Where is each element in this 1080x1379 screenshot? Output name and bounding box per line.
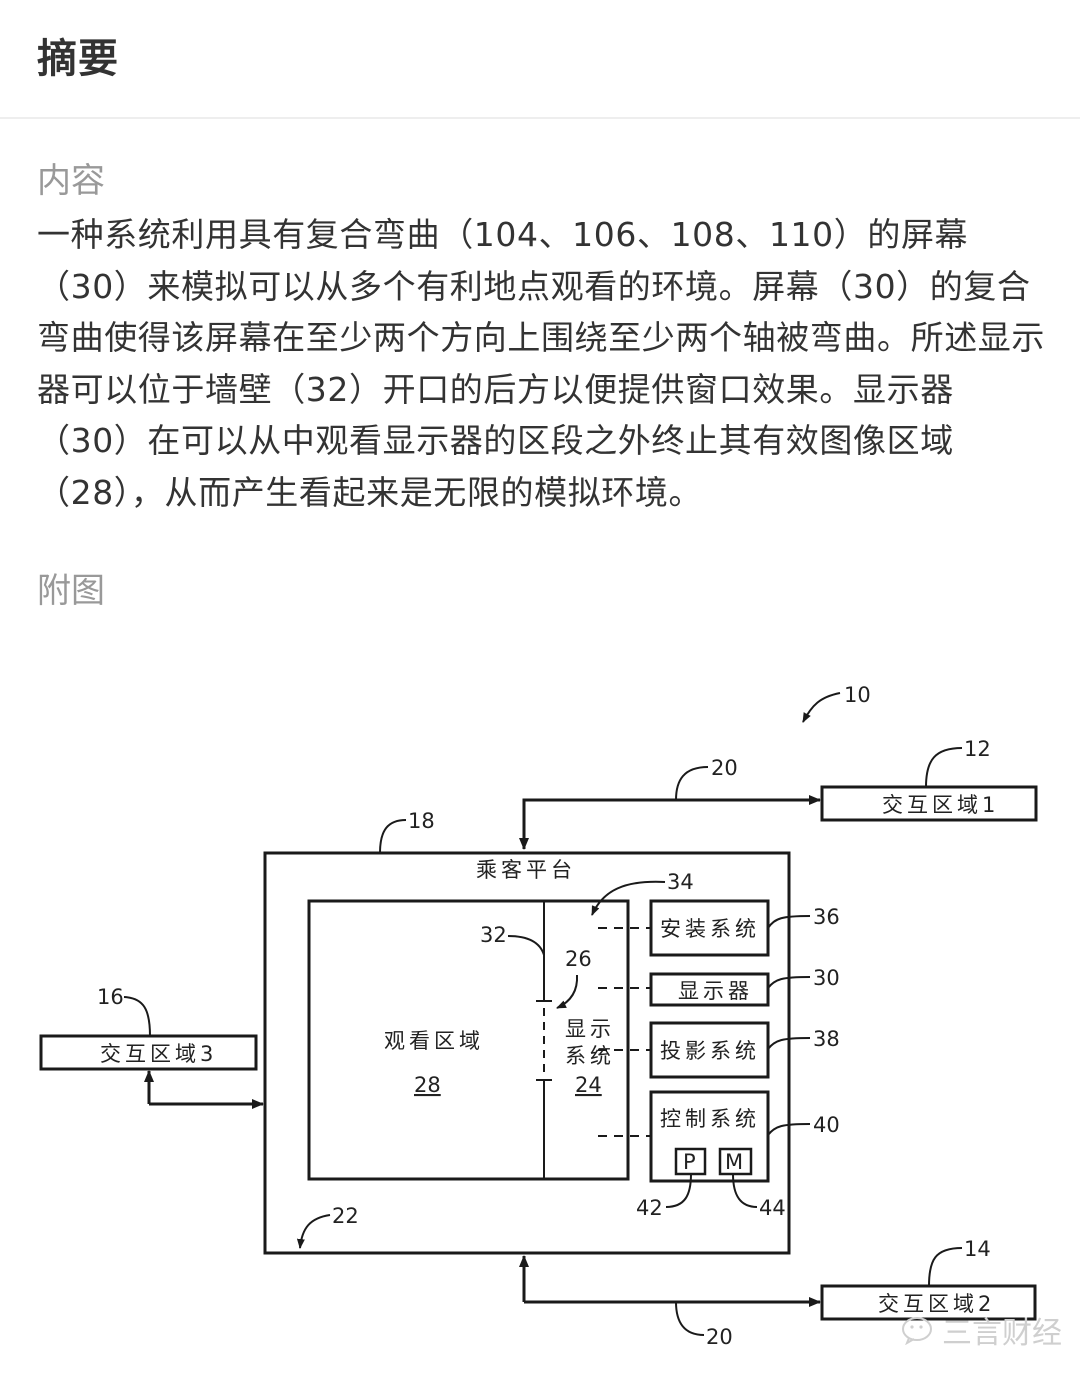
ref-34: 34 [591, 870, 694, 916]
interaction-zone-1: 交互区域1 12 [820, 737, 1038, 822]
svg-text:26: 26 [565, 947, 592, 971]
wall-32: 32 26 [480, 901, 592, 1179]
svg-text:20: 20 [711, 756, 738, 780]
header: 摘要 [0, 0, 1080, 119]
svg-text:乘客平台: 乘客平台 [476, 858, 576, 882]
svg-text:28: 28 [414, 1073, 441, 1097]
svg-text:44: 44 [759, 1196, 786, 1220]
svg-text:40: 40 [813, 1113, 840, 1137]
component-mounting-system: 安装系统 36 [649, 899, 840, 957]
interaction-zone-3: 交互区域3 16 [39, 985, 264, 1109]
svg-text:观看区域: 观看区域 [384, 1029, 484, 1053]
svg-text:20: 20 [706, 1325, 733, 1349]
abstract-text: 一种系统利用具有复合弯曲（104、106、108、110）的屏幕（30）来模拟可… [37, 215, 1045, 512]
svg-text:系统: 系统 [565, 1044, 615, 1068]
svg-text:交互区域1: 交互区域1 [882, 793, 999, 817]
svg-text:投影系统: 投影系统 [660, 1039, 760, 1063]
interaction-zone-2: 交互区域2 14 [820, 1237, 1037, 1321]
path-20-bottom: 20 [519, 1255, 821, 1349]
svg-text:交互区域2: 交互区域2 [878, 1292, 995, 1316]
svg-text:38: 38 [813, 1027, 840, 1051]
viewing-area: 观看区域 28 [307, 899, 630, 1181]
svg-text:34: 34 [667, 870, 694, 894]
ref-10: 10 [802, 683, 871, 723]
content-section-label: 内容 [37, 161, 105, 201]
page-title: 摘要 [37, 36, 119, 82]
figure-section-label: 附图 [37, 571, 105, 611]
svg-text:显示: 显示 [565, 1017, 615, 1041]
svg-text:36: 36 [813, 905, 840, 929]
svg-text:交互区域3: 交互区域3 [100, 1042, 217, 1066]
svg-text:22: 22 [332, 1204, 359, 1228]
svg-text:16: 16 [97, 985, 124, 1009]
watermark: 三言财经 [900, 1308, 1062, 1352]
component-control-system: 控制系统 40 P M 42 44 [636, 1090, 840, 1220]
patent-figure: 10 交互区域1 12 20 乘客平台 18 22 观看区域 28 32 [39, 683, 1038, 1349]
wechat-icon [902, 1317, 932, 1345]
svg-text:显示器: 显示器 [678, 979, 753, 1003]
component-projection-system: 投影系统 38 [649, 1021, 840, 1079]
svg-text:14: 14 [964, 1237, 991, 1261]
svg-text:12: 12 [964, 737, 991, 761]
svg-text:安装系统: 安装系统 [660, 917, 760, 941]
svg-text:24: 24 [575, 1073, 602, 1097]
svg-text:18: 18 [408, 809, 435, 833]
path-20-top: 20 [519, 756, 821, 850]
svg-text:32: 32 [480, 923, 507, 947]
display-system: 显示 系统 24 [565, 1017, 615, 1097]
component-display: 显示器 30 [649, 966, 840, 1007]
svg-text:30: 30 [813, 966, 840, 990]
svg-text:42: 42 [636, 1196, 663, 1220]
svg-text:M: M [725, 1150, 743, 1174]
svg-text:10: 10 [844, 683, 871, 707]
watermark-text: 三言财经 [942, 1316, 1062, 1351]
svg-text:控制系统: 控制系统 [660, 1107, 760, 1131]
svg-text:P: P [683, 1150, 696, 1174]
